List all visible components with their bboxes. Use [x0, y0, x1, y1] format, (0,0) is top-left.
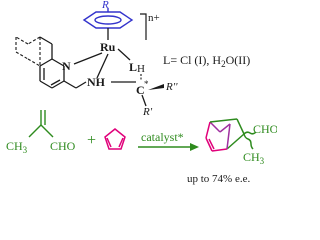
catalyst-label: catalyst*	[141, 130, 184, 144]
product-cho-bond	[243, 131, 257, 135]
ligand-l: L	[129, 60, 137, 74]
cyclopentadiene-double-1	[106, 137, 112, 148]
product-ch3-label: CH3	[243, 150, 265, 166]
enantiomeric-excess: up to 74% e.e.	[187, 173, 250, 185]
plus-sign: +	[87, 132, 96, 149]
methacrolein-cho: CHO	[50, 139, 76, 153]
product-double-bond	[208, 138, 215, 150]
arene-substituent-r: R	[101, 0, 109, 11]
product-cho-label: CHO	[253, 122, 277, 136]
ru-npy-bond	[73, 52, 103, 65]
product-ring-2	[205, 137, 213, 152]
methacrolein-structure	[28, 110, 54, 138]
charge-label: n+	[148, 12, 160, 24]
ru-l-bond	[117, 48, 131, 61]
product-ring-7	[226, 123, 231, 150]
methacrolein-bond-1	[28, 124, 42, 138]
cyclopentadiene-double-2	[118, 137, 124, 148]
r-prime-bond	[141, 94, 147, 107]
ligand-definition: L= Cl (I), H2O(II)	[163, 53, 250, 69]
arene-ring	[82, 8, 134, 29]
ru-nh-bond	[96, 53, 109, 79]
charge-bracket	[140, 13, 147, 40]
cyclopentadiene-structure	[104, 128, 126, 150]
r-double-prime-wedge	[148, 84, 164, 90]
cyclopentadiene-ring	[104, 128, 126, 150]
product-bridge-2	[219, 123, 231, 133]
product-ring-5	[236, 118, 245, 135]
stereocenter-c: C	[136, 83, 145, 97]
stereocenter-star: *	[144, 79, 149, 89]
fused-ring-dashed	[15, 36, 41, 67]
product-bridge-1	[209, 121, 221, 133]
methacrolein-ch3: CH3	[6, 139, 28, 155]
r-double-prime-label: R''	[165, 81, 178, 93]
reaction-arrow-head	[190, 143, 199, 151]
amine-nh: NH	[87, 75, 106, 89]
arene-aromatic-circle	[94, 15, 122, 25]
product-ring-4	[209, 118, 238, 123]
r-prime-label: R'	[142, 106, 153, 118]
pyridine-nitrogen: N	[62, 59, 71, 73]
reaction-scheme-diagram: R n+ Ru L N NH H C	[6, 0, 277, 185]
metal-ru: Ru	[100, 40, 116, 54]
arene-hexagon	[82, 11, 134, 29]
pyridine-ring	[39, 36, 65, 89]
product-ch3-bond	[243, 133, 254, 150]
ch2-linker-1	[63, 80, 77, 89]
norbornene-product	[205, 118, 257, 152]
product-ring-6	[226, 133, 245, 150]
product-ring-1	[205, 121, 211, 139]
product-ring-3	[211, 148, 228, 152]
stereocenter-h: H	[137, 63, 145, 75]
ch2-linker-2	[75, 81, 87, 89]
methacrolein-bond-2	[40, 124, 54, 138]
